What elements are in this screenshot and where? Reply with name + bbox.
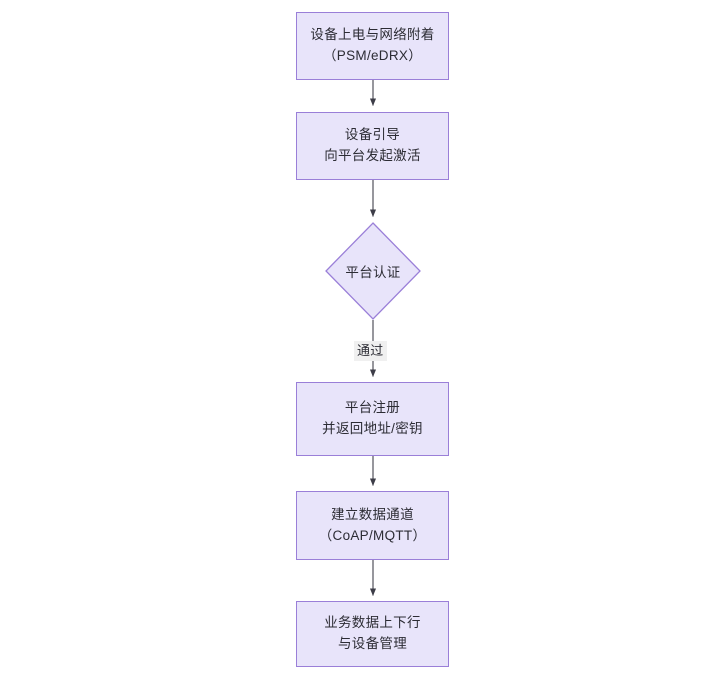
node-label-line: 向平台发起激活 [324, 148, 421, 163]
node-label-line: （PSM/eDRX） [322, 48, 423, 63]
node-device-bootstrap[interactable]: 设备引导 向平台发起激活 [296, 112, 449, 180]
node-label-line: 平台注册 [344, 400, 401, 416]
node-platform-auth-decision[interactable]: 平台认证 [325, 222, 421, 320]
edge-label-pass: 通过 [354, 341, 387, 361]
node-platform-register[interactable]: 平台注册 并返回地址/密钥 [296, 382, 449, 456]
diamond-shape [325, 222, 421, 320]
node-device-power-on[interactable]: 设备上电与网络附着 （PSM/eDRX） [296, 12, 449, 80]
node-label-line: 业务数据上下行 [324, 615, 421, 631]
node-label-line: 建立数据通道 [331, 506, 414, 522]
node-label-line: 与设备管理 [338, 636, 407, 651]
node-label-line: 设备引导 [344, 127, 401, 143]
node-label-line: 平台认证 [345, 265, 401, 280]
node-label-line: 设备上电与网络附着 [310, 27, 435, 43]
node-data-channel[interactable]: 建立数据通道 （CoAP/MQTT） [296, 491, 449, 560]
node-business-data[interactable]: 业务数据上下行 与设备管理 [296, 601, 449, 667]
node-label-line: （CoAP/MQTT） [318, 527, 427, 543]
node-label-line: 并返回地址/密钥 [322, 421, 423, 436]
